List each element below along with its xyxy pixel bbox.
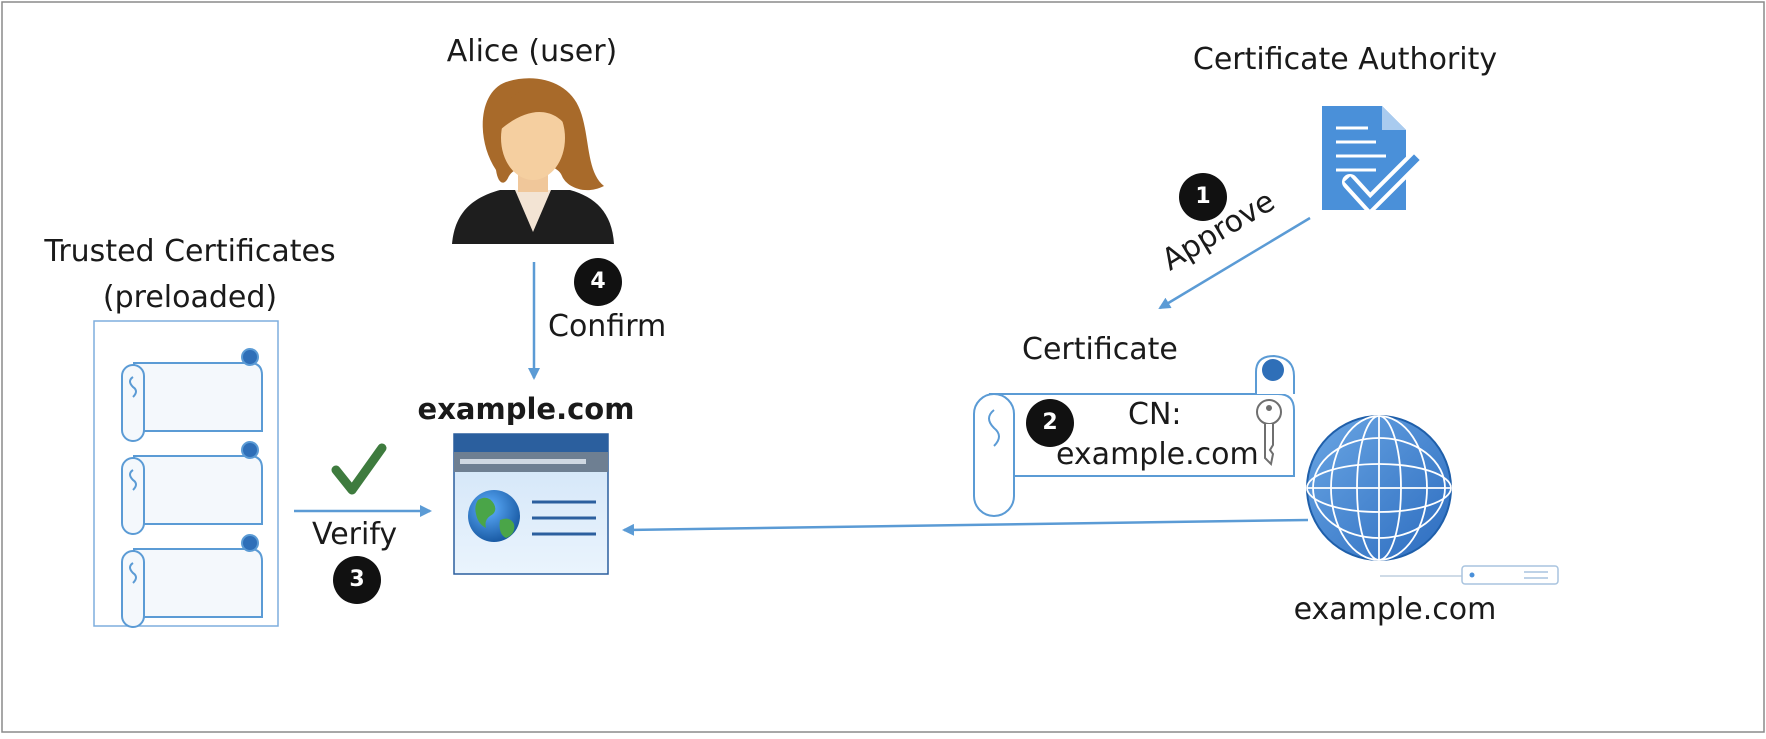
certificate-scroll-icon [973, 354, 1295, 517]
globe-icon [1306, 415, 1452, 561]
approve-arrow [1158, 216, 1311, 310]
alice-label: Alice (user) [446, 34, 618, 69]
certificate-scroll-icon [121, 441, 263, 535]
certificate-scroll-icon [121, 348, 263, 442]
checkmark-icon [331, 443, 387, 495]
server-label: example.com [1293, 592, 1497, 627]
verify-label: Verify [312, 517, 398, 552]
server-icon [1380, 565, 1559, 585]
step-1-badge: 1 [1179, 173, 1227, 221]
certificate-authority-label: Certificate Authority [1192, 42, 1498, 77]
user-icon [452, 78, 614, 244]
certificate-scroll-icon [121, 534, 263, 628]
key-icon [1256, 399, 1282, 467]
step-2-badge: 2 [1026, 399, 1074, 447]
server-to-site-arrow [622, 518, 1309, 536]
certificate-document-icon [1322, 106, 1422, 216]
trusted-certificates-title: Trusted Certificates [44, 234, 336, 269]
website-label: example.com [417, 392, 635, 426]
confirm-label: Confirm [548, 309, 667, 344]
trusted-certificates-subtitle: (preloaded) [102, 280, 278, 315]
certificate-cn-label: CN: [1128, 397, 1182, 432]
step-3-badge: 3 [333, 556, 381, 604]
certificate-cn-value: example.com [1056, 437, 1259, 472]
browser-window-icon [453, 433, 609, 575]
certificate-label: Certificate [1022, 332, 1178, 367]
step-4-badge: 4 [574, 258, 622, 306]
